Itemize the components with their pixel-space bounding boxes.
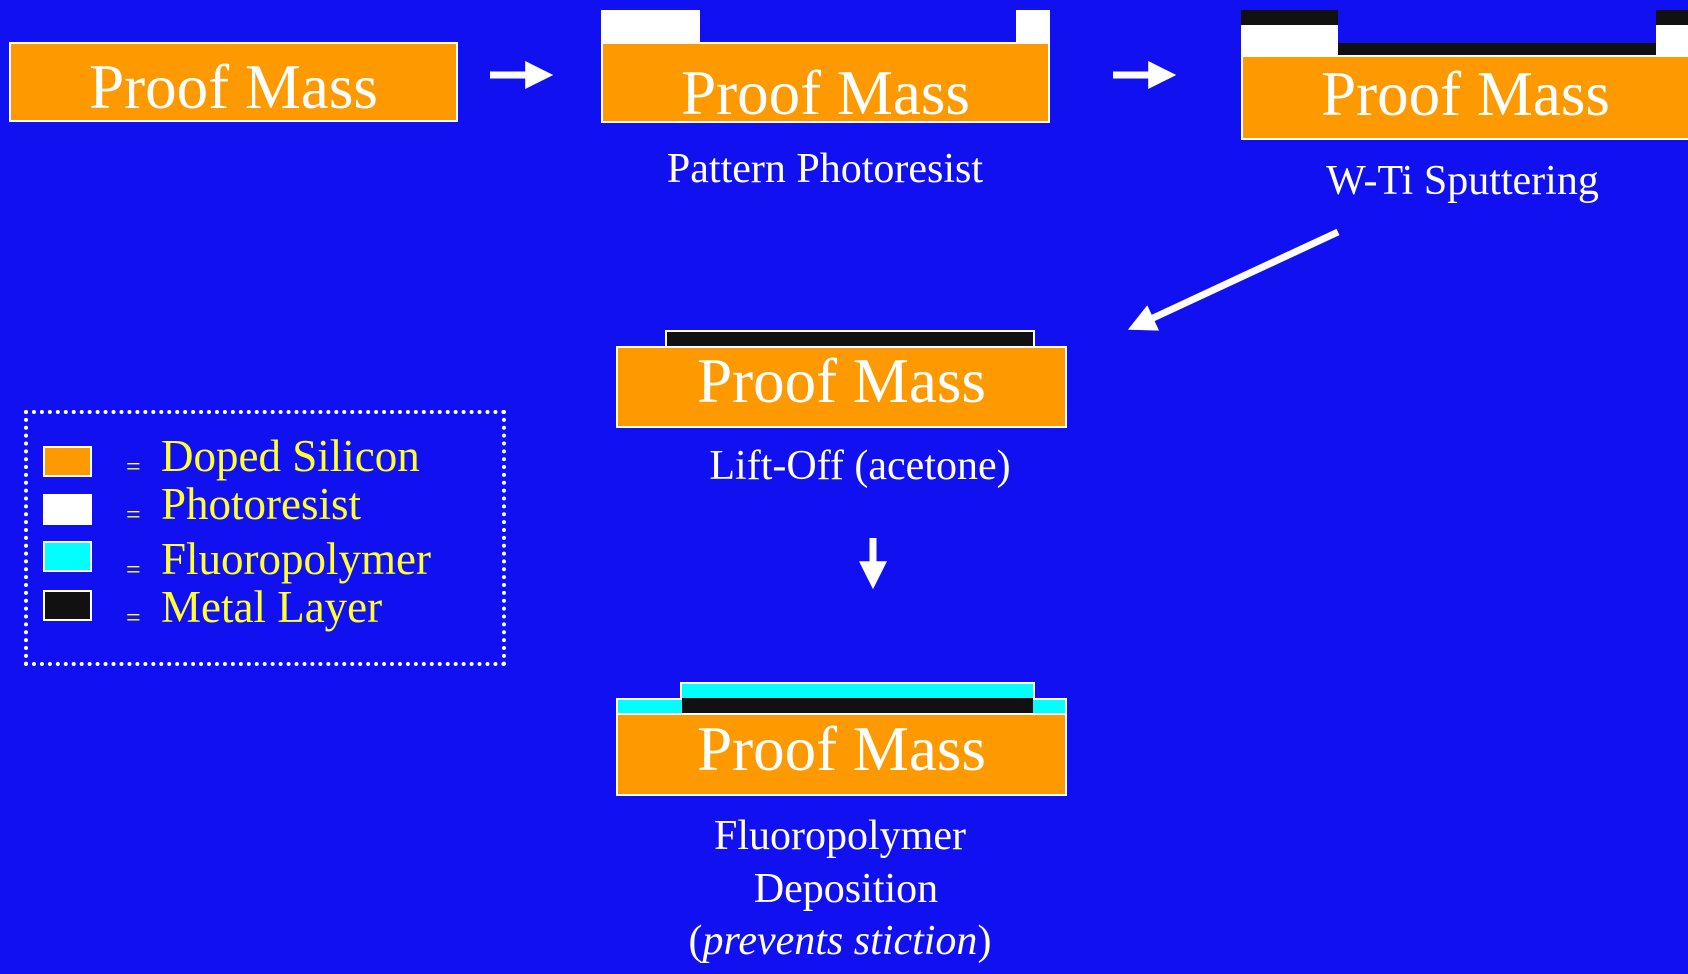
legend-equals-2: = [126, 500, 141, 529]
step-4-proof-mass-block [616, 346, 1067, 428]
step-5-caption-open-paren: ( [688, 918, 703, 964]
legend-equals-3: = [126, 555, 141, 584]
legend-label-doped-silicon: Doped Silicon [161, 431, 420, 481]
step-3-metal-on-resist-left [1241, 10, 1338, 25]
step-2-proof-mass-block [601, 42, 1050, 123]
step-1-box-label: Proof Mass [89, 52, 378, 122]
step-3-caption: W-Ti Sputtering [1326, 158, 1599, 204]
step-5-fluoropolymer-top [680, 682, 1035, 698]
legend-equals-4: = [126, 603, 141, 632]
step-5-fluoropolymer-left [616, 698, 682, 714]
metal-layer-swatch [43, 590, 92, 621]
arrow-step3-to-step4 [1127, 228, 1340, 331]
step-5-metal-layer [682, 698, 1033, 714]
step-2-box-label: Proof Mass [681, 58, 970, 128]
fluoropolymer-swatch [43, 541, 92, 572]
step-2-caption: Pattern Photoresist [666, 146, 984, 192]
step-5-caption-italic: prevents stiction [702, 918, 978, 964]
legend-label-metal-layer: Metal Layer [161, 582, 383, 632]
step-4-box-label: Proof Mass [697, 346, 986, 416]
legend-equals-1: = [126, 452, 141, 481]
step-5-caption-line-3: (prevents stiction) [580, 915, 1100, 968]
step-5-caption: Fluoropolymer Deposition (prevents stict… [580, 810, 1100, 968]
photoresist-swatch [43, 494, 92, 525]
step-2-photoresist-left [601, 10, 700, 44]
step-3-proof-mass-block [1241, 55, 1688, 140]
step-1-proof-mass-block [9, 42, 458, 122]
step-5-caption-close-paren: ) [977, 918, 992, 964]
step-5-caption-line-1: Fluoropolymer [714, 813, 966, 859]
legend-box: = Doped Silicon = Photoresist = Fluoropo… [24, 410, 506, 666]
doped-silicon-swatch [43, 446, 92, 477]
step-4-caption: Lift-Off (acetone) [709, 443, 1011, 489]
step-3-metal-on-resist-right [1656, 10, 1688, 25]
step-3-box-label: Proof Mass [1321, 59, 1610, 129]
legend-label-fluoropolymer: Fluoropolymer [161, 534, 431, 584]
step-5-fluoropolymer-right [1033, 698, 1067, 714]
step-4-metal-layer [665, 330, 1035, 348]
step-5-box-label: Proof Mass [697, 714, 986, 784]
step-3-metal-layer [1338, 43, 1656, 57]
step-2-photoresist-right [1016, 10, 1050, 44]
legend-label-photoresist: Photoresist [161, 479, 362, 529]
step-5-proof-mass-block [616, 713, 1067, 796]
step-5-caption-line-2: Deposition [753, 865, 939, 912]
